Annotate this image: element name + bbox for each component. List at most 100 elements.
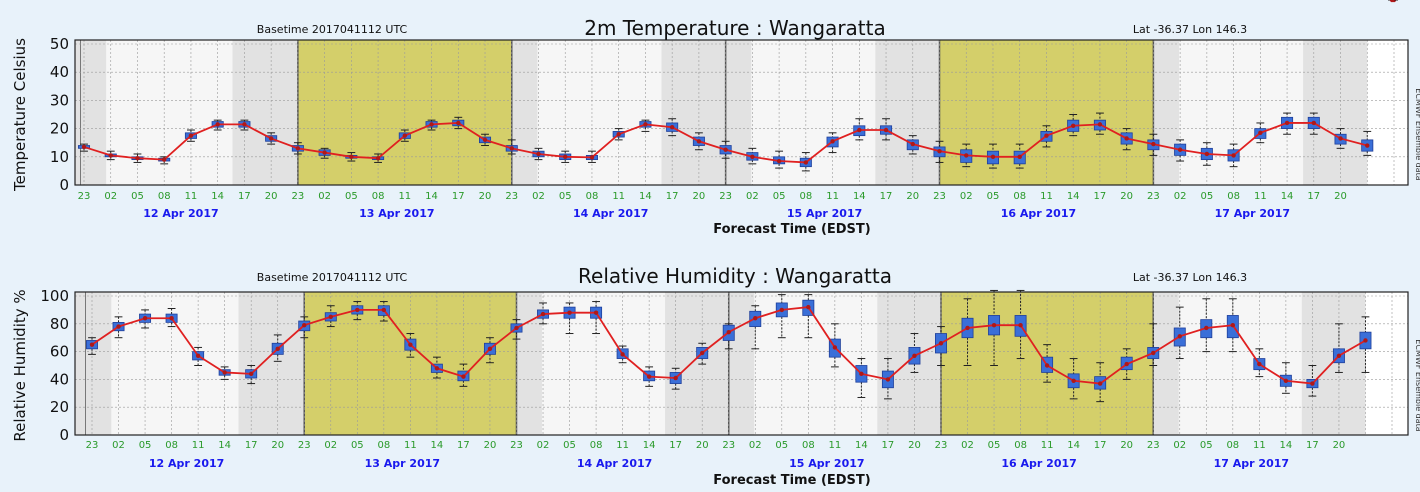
x-tick-label: 05 bbox=[1200, 440, 1213, 451]
x-tick-label: 20 bbox=[696, 440, 709, 451]
x-tick-label: 17 bbox=[452, 191, 465, 202]
x-tick-label: 11 bbox=[828, 440, 841, 451]
x-tick-label: 14 bbox=[425, 191, 438, 202]
x-tick-label: 23 bbox=[935, 440, 948, 451]
x-tick-label: 23 bbox=[933, 191, 946, 202]
x-tick-label: 05 bbox=[563, 440, 576, 451]
x-tick-label: 02 bbox=[104, 191, 117, 202]
median-point bbox=[700, 350, 705, 356]
median-point bbox=[482, 137, 488, 143]
median-point bbox=[295, 146, 301, 151]
x-tick-label: 17 bbox=[666, 191, 679, 202]
x-tick-label: 05 bbox=[988, 440, 1001, 451]
day-label: 15 Apr 2017 bbox=[787, 207, 862, 220]
median-point bbox=[1017, 154, 1022, 159]
median-point bbox=[1151, 350, 1156, 356]
median-point bbox=[965, 325, 970, 331]
x-tick-label: 14 bbox=[218, 440, 231, 451]
median-point bbox=[857, 127, 862, 133]
median-point bbox=[563, 154, 568, 159]
median-point bbox=[142, 316, 148, 321]
x-tick-label: 08 bbox=[1227, 191, 1240, 202]
y-tick-label: 0 bbox=[59, 426, 69, 444]
x-tick-label: 02 bbox=[324, 440, 337, 451]
x-tick-label: 14 bbox=[1280, 440, 1293, 451]
median-point bbox=[1204, 325, 1209, 331]
night-band bbox=[1303, 40, 1368, 185]
x-tick-label: 02 bbox=[749, 440, 762, 451]
x-tick-label: 02 bbox=[1173, 440, 1186, 451]
x-tick-label: 14 bbox=[1281, 191, 1294, 202]
median-point bbox=[1311, 120, 1316, 126]
median-point bbox=[1283, 378, 1289, 383]
median-point bbox=[375, 156, 381, 161]
median-point bbox=[616, 132, 621, 137]
x-tick-label: 11 bbox=[1253, 440, 1266, 451]
night-band bbox=[875, 40, 940, 185]
night-band bbox=[661, 40, 726, 185]
x-axis-label: Forecast Time (EDST) bbox=[713, 222, 870, 237]
x-tick-label: 11 bbox=[398, 191, 411, 202]
median-point bbox=[1124, 136, 1129, 141]
plot-frame bbox=[74, 291, 1409, 436]
day-label: 14 Apr 2017 bbox=[577, 457, 652, 470]
median-point bbox=[1151, 141, 1156, 147]
x-tick-label: 17 bbox=[245, 440, 258, 451]
median-point bbox=[910, 141, 915, 147]
day-label: 13 Apr 2017 bbox=[359, 207, 434, 220]
x-tick-label: 17 bbox=[882, 440, 895, 451]
x-tick-label: 23 bbox=[722, 440, 735, 451]
median-point bbox=[381, 307, 387, 313]
day-label: 17 Apr 2017 bbox=[1214, 457, 1289, 470]
median-point bbox=[1336, 353, 1342, 358]
median-point bbox=[514, 325, 519, 331]
median-point bbox=[1097, 381, 1103, 386]
source-side-label: ECMWF Ensemble data bbox=[1414, 88, 1420, 180]
median-point bbox=[593, 310, 599, 315]
median-point bbox=[328, 314, 333, 320]
median-point bbox=[355, 307, 360, 313]
night-band bbox=[1153, 292, 1179, 435]
median-point bbox=[779, 307, 784, 313]
day-highlight-band bbox=[304, 292, 517, 435]
x-tick-label: 11 bbox=[185, 191, 198, 202]
median-point bbox=[461, 374, 466, 379]
x-tick-label: 11 bbox=[1040, 191, 1053, 202]
median-point bbox=[912, 353, 917, 358]
median-point bbox=[242, 122, 247, 127]
median-point bbox=[349, 154, 354, 159]
location-label: Lat -36.37 Lon 146.3 bbox=[1133, 271, 1247, 284]
median-point bbox=[1177, 147, 1183, 152]
x-tick-label: 14 bbox=[643, 440, 656, 451]
median-point bbox=[832, 345, 838, 350]
median-point bbox=[89, 342, 95, 347]
x-tick-label: 17 bbox=[1306, 440, 1319, 451]
x-tick-label: 14 bbox=[639, 191, 652, 202]
x-tick-label: 20 bbox=[1333, 440, 1346, 451]
night-band bbox=[75, 292, 85, 435]
median-point bbox=[215, 122, 220, 127]
median-point bbox=[1018, 322, 1023, 328]
x-axis-label: Forecast Time (EDST) bbox=[713, 473, 870, 488]
median-point bbox=[169, 316, 174, 321]
day-label: 16 Apr 2017 bbox=[1001, 457, 1076, 470]
night-band bbox=[238, 292, 305, 435]
median-point bbox=[195, 353, 201, 358]
x-tick-label: 02 bbox=[112, 440, 125, 451]
median-point bbox=[567, 310, 572, 315]
x-tick-label: 14 bbox=[1067, 191, 1080, 202]
y-tick-label: 20 bbox=[50, 120, 69, 138]
x-tick-label: 05 bbox=[987, 191, 1000, 202]
x-tick-label: 23 bbox=[1147, 440, 1160, 451]
chart-title: 2m Temperature : Wangaratta bbox=[584, 16, 886, 40]
median-point bbox=[322, 150, 327, 155]
day-label: 15 Apr 2017 bbox=[789, 457, 864, 470]
y-tick-label: 40 bbox=[50, 63, 69, 81]
median-point bbox=[1230, 322, 1236, 328]
x-tick-label: 02 bbox=[960, 191, 973, 202]
x-tick-label: 11 bbox=[826, 191, 839, 202]
median-point bbox=[1257, 361, 1262, 367]
median-point bbox=[302, 322, 307, 328]
median-point bbox=[726, 329, 731, 335]
median-point bbox=[589, 155, 595, 160]
